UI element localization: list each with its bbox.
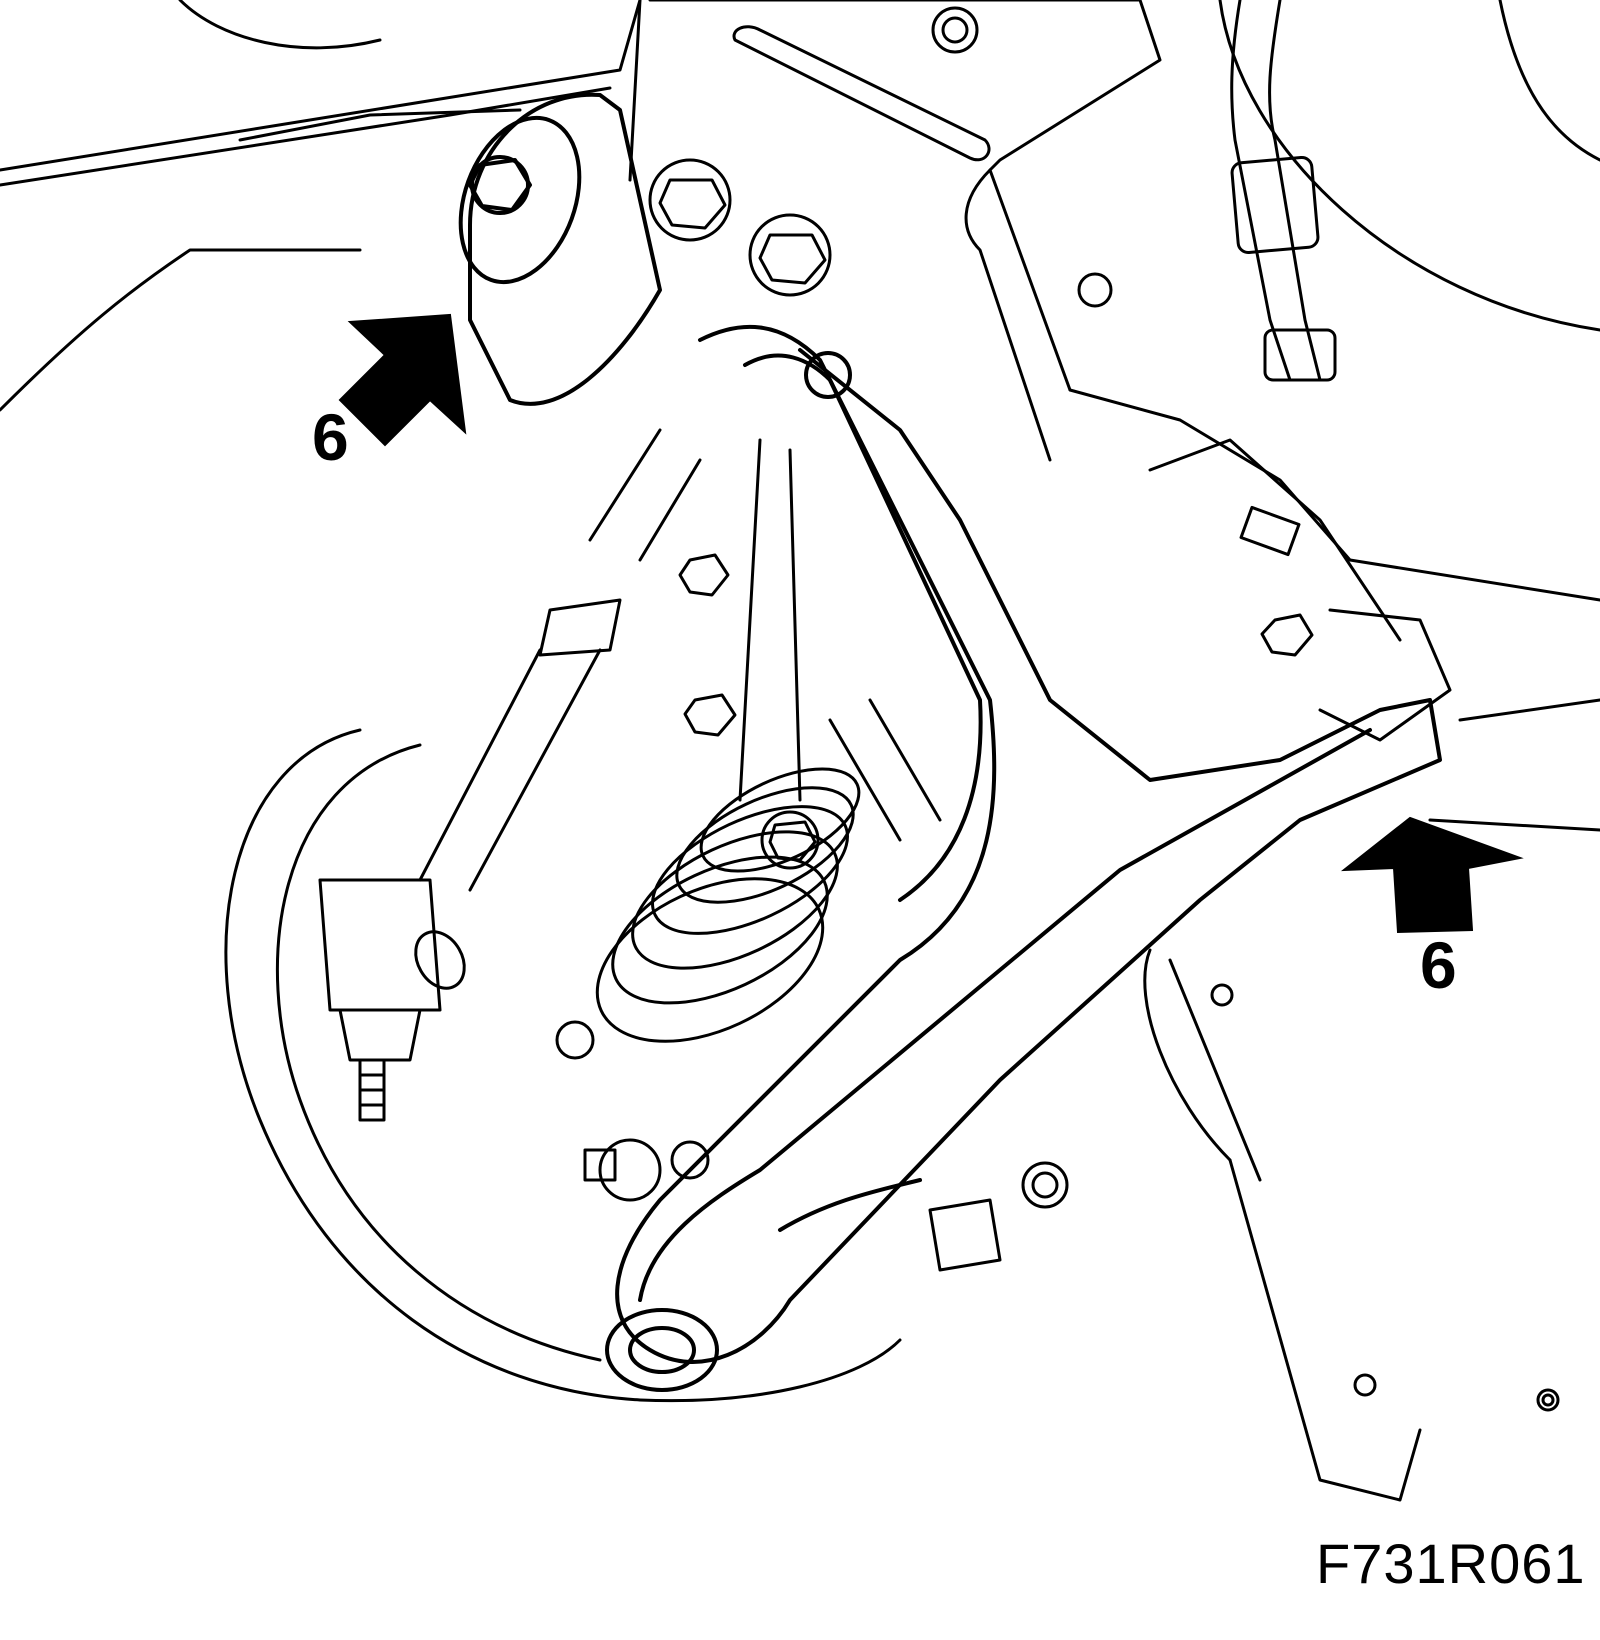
figure-code: F731R061 (1316, 1532, 1586, 1595)
misc-holes (1077, 272, 1560, 1412)
callout-label-left: 6 (312, 400, 349, 474)
bracket-bolts (648, 158, 832, 297)
strut-bolts (678, 553, 1314, 737)
callout-label-right: 6 (1420, 928, 1457, 1002)
front-bushing (458, 92, 662, 406)
brake-line (1230, 0, 1337, 382)
control-arm (605, 324, 1442, 1392)
cv-boot (595, 698, 942, 1043)
wheel-hub (224, 728, 1422, 1502)
callout-arrow-left (338, 313, 467, 447)
ball-joint-stud (318, 878, 466, 1122)
callout-arrow-right (1340, 816, 1524, 934)
knuckle-bolts (555, 1020, 1069, 1272)
tie-rod (418, 428, 802, 892)
bracket-slot (732, 6, 991, 162)
subframe-outline (0, 0, 1600, 832)
